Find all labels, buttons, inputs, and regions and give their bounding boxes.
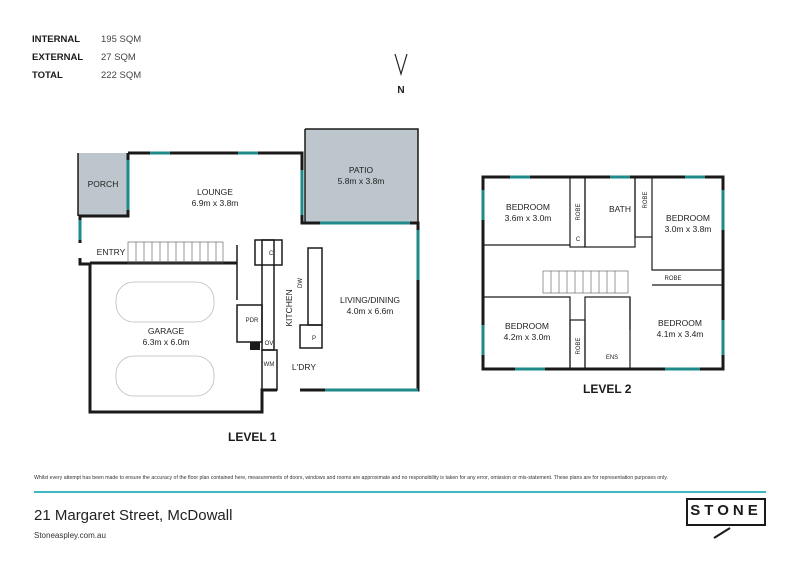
svg-text:OV: OV	[265, 341, 274, 347]
level-1-plan: PORCH LOUNGE 6.9m x 3.8m PATIO 5.8m x 3.…	[77, 128, 420, 414]
svg-text:DW: DW	[298, 278, 304, 288]
stone-logo: STONE	[686, 498, 766, 539]
svg-text:BATH: BATH	[609, 204, 631, 214]
svg-text:PDR: PDR	[246, 318, 259, 324]
svg-text:L'DRY: L'DRY	[292, 362, 316, 372]
logo-box	[686, 498, 766, 526]
svg-text:ROBE: ROBE	[664, 276, 681, 282]
svg-text:3.0m x 3.8m: 3.0m x 3.8m	[665, 224, 712, 234]
speech-tail-icon	[713, 527, 731, 539]
website-link[interactable]: Stoneaspley.com.au	[34, 531, 106, 540]
level-2-title: LEVEL 2	[583, 382, 632, 396]
svg-text:PORCH: PORCH	[88, 179, 119, 189]
svg-text:WM: WM	[264, 362, 275, 368]
svg-text:PATIO: PATIO	[349, 165, 374, 175]
car-icon	[115, 281, 215, 397]
svg-text:BEDROOM: BEDROOM	[505, 321, 549, 331]
level-2-plan: BEDROOM 3.6m x 3.0m BEDROOM 3.0m x 3.8m …	[481, 175, 725, 371]
north-arrow-icon	[394, 53, 408, 77]
svg-text:BEDROOM: BEDROOM	[658, 318, 702, 328]
svg-text:LIVING/DINING: LIVING/DINING	[340, 295, 400, 305]
svg-text:BEDROOM: BEDROOM	[666, 213, 710, 223]
svg-text:4.1m x 3.4m: 4.1m x 3.4m	[657, 329, 704, 339]
svg-text:C: C	[576, 237, 581, 243]
porch-area	[78, 153, 128, 216]
svg-text:3.6m x 3.0m: 3.6m x 3.0m	[505, 213, 552, 223]
svg-text:P: P	[312, 336, 316, 342]
svg-text:C: C	[269, 251, 274, 257]
svg-text:ROBE: ROBE	[576, 337, 582, 354]
svg-text:6.3m x 6.0m: 6.3m x 6.0m	[143, 337, 190, 347]
svg-text:ROBE: ROBE	[576, 203, 582, 220]
svg-text:KITCHEN: KITCHEN	[284, 289, 294, 326]
svg-text:BEDROOM: BEDROOM	[506, 202, 550, 212]
patio-area	[305, 129, 418, 224]
disclaimer: Whilst every attempt has been made to en…	[34, 475, 668, 481]
divider	[34, 491, 766, 493]
svg-text:6.9m x 3.8m: 6.9m x 3.8m	[192, 198, 239, 208]
svg-text:ENTRY: ENTRY	[97, 247, 126, 257]
svg-text:ENS: ENS	[606, 355, 618, 361]
svg-text:5.8m x 3.8m: 5.8m x 3.8m	[338, 176, 385, 186]
property-address: 21 Margaret Street, McDowall	[34, 507, 233, 524]
svg-text:4.0m x 6.6m: 4.0m x 6.6m	[347, 306, 394, 316]
level-1-title: LEVEL 1	[228, 430, 277, 444]
svg-text:4.2m x 3.0m: 4.2m x 3.0m	[504, 332, 551, 342]
north-compass: N	[391, 52, 411, 96]
svg-text:ROBE: ROBE	[643, 191, 649, 208]
svg-text:LOUNGE: LOUNGE	[197, 187, 233, 197]
svg-text:GARAGE: GARAGE	[148, 326, 185, 336]
floor-plan: PORCH LOUNGE 6.9m x 3.8m PATIO 5.8m x 3.…	[77, 128, 725, 414]
